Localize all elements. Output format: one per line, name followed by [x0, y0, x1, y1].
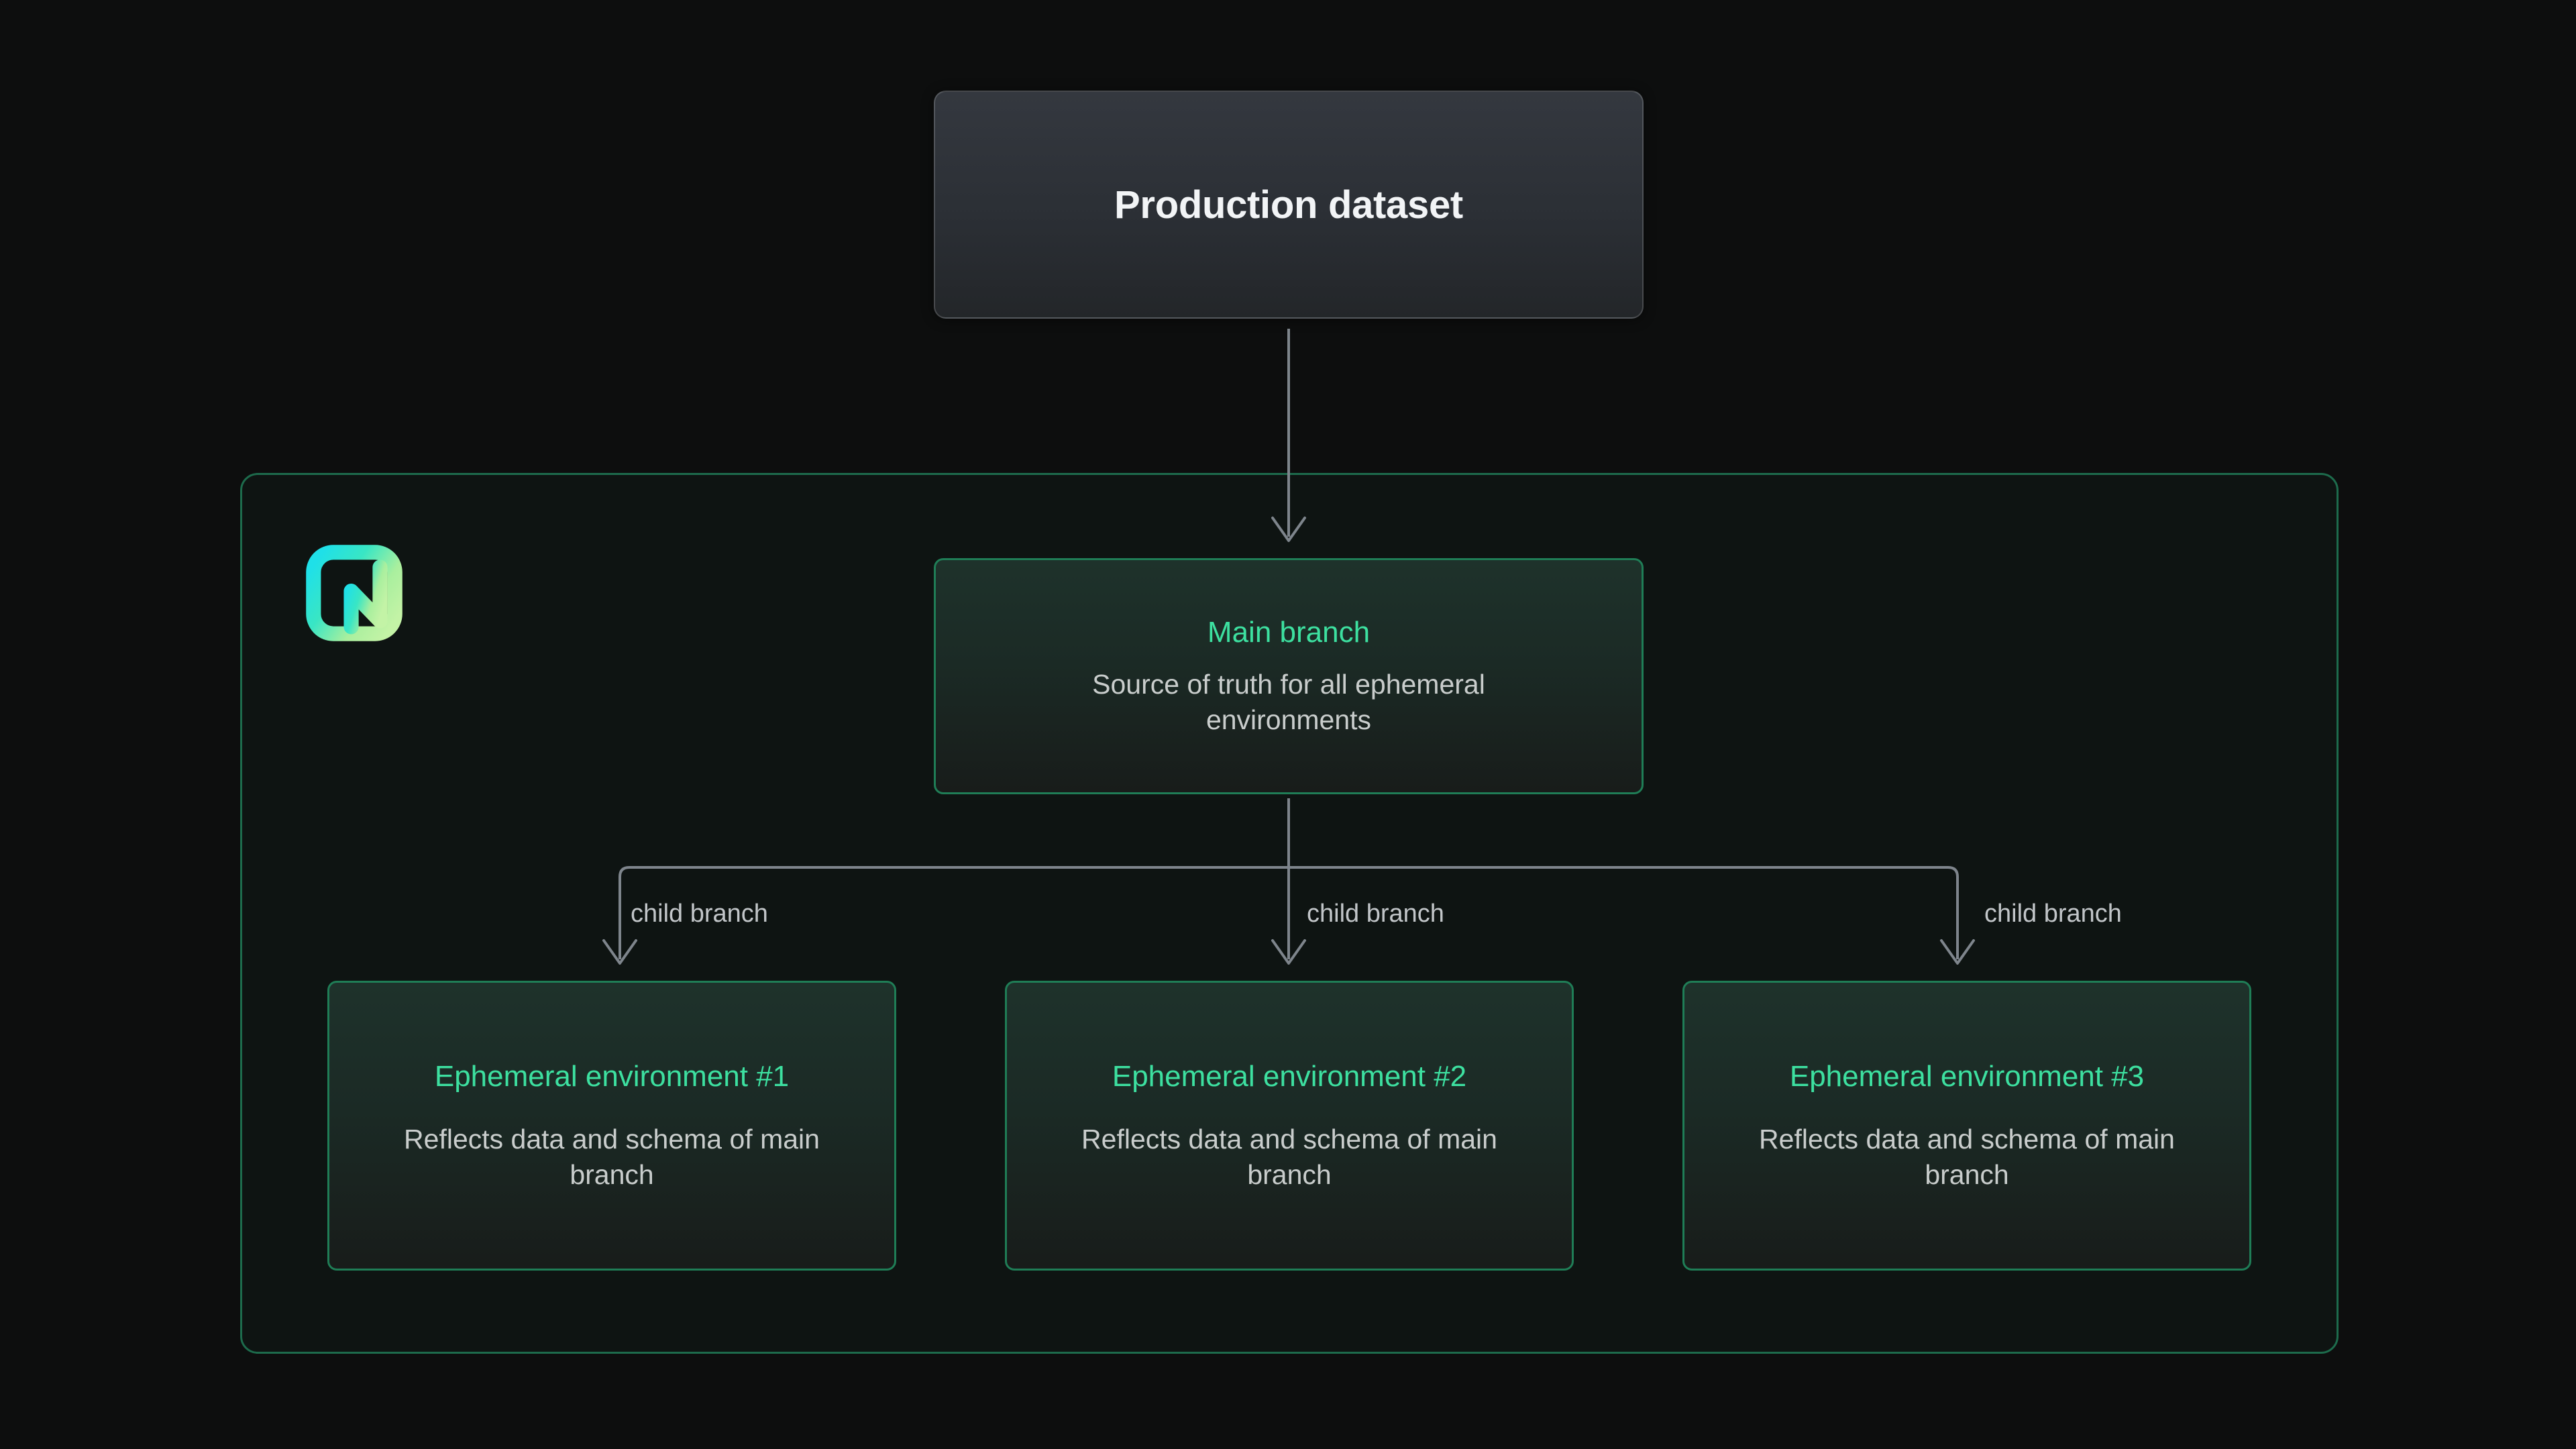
production-dataset-node[interactable]: Production dataset [934, 91, 1644, 319]
main-branch-node[interactable]: Main branch Source of truth for all ephe… [934, 558, 1644, 794]
ephemeral-environment-description-3: Reflects data and schema of main branch [1759, 1124, 2175, 1190]
edge-label-child-branch-1: child branch [631, 900, 768, 928]
neon-logo-icon [303, 543, 405, 643]
main-branch-description: Source of truth for all ephemeral enviro… [1092, 669, 1485, 735]
ephemeral-environment-description-1: Reflects data and schema of main branch [404, 1124, 820, 1190]
ephemeral-environment-title-3: Ephemeral environment #3 [1789, 1059, 2145, 1093]
ephemeral-environment-title-2: Ephemeral environment #2 [1112, 1059, 1467, 1093]
main-branch-title: Main branch [1207, 615, 1371, 649]
ephemeral-environment-description-2: Reflects data and schema of main branch [1081, 1124, 1497, 1190]
ephemeral-environment-node-2[interactable]: Ephemeral environment #2 Reflects data a… [1005, 981, 1574, 1271]
production-dataset-title: Production dataset [1114, 182, 1463, 227]
ephemeral-environment-node-1[interactable]: Ephemeral environment #1 Reflects data a… [327, 981, 896, 1271]
edge-label-child-branch-2: child branch [1307, 900, 1444, 928]
edge-label-child-branch-3: child branch [1984, 900, 2122, 928]
ephemeral-environment-title-1: Ephemeral environment #1 [434, 1059, 790, 1093]
ephemeral-environment-node-3[interactable]: Ephemeral environment #3 Reflects data a… [1682, 981, 2251, 1271]
